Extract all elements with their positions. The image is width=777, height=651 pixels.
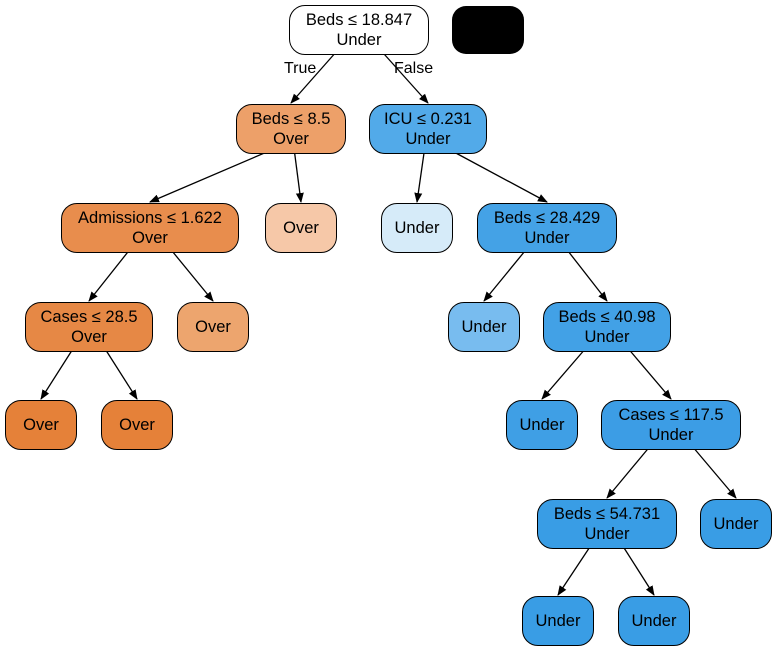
tree-node-beds-40-98[interactable]: Beds ≤ 40.98 Under <box>543 302 671 352</box>
tree-edge <box>105 349 138 400</box>
node-class: Under <box>461 318 507 336</box>
tree-node-cases-28-5[interactable]: Cases ≤ 28.5 Over <box>25 302 153 352</box>
tree-edge <box>414 151 425 203</box>
node-class: Over <box>119 416 155 434</box>
tree-leaf-under[interactable]: Under <box>618 596 690 646</box>
tree-leaf-under[interactable]: Under <box>506 400 578 450</box>
tree-edge <box>88 250 130 302</box>
node-condition: Cases ≤ 117.5 <box>618 406 724 424</box>
tree-edge <box>149 151 268 203</box>
node-class: Over <box>283 219 319 237</box>
tree-node-root[interactable]: Beds ≤ 18.847 Under <box>289 5 429 55</box>
node-class: Over <box>195 318 231 336</box>
tree-node-beds-28-429[interactable]: Beds ≤ 28.429 Under <box>477 203 617 253</box>
tree-edge <box>567 250 608 302</box>
node-class: Under <box>394 219 440 237</box>
tree-edge <box>628 349 672 400</box>
node-class: Under <box>713 515 759 533</box>
tree-edge <box>606 447 650 499</box>
tree-node-beds-8-5[interactable]: Beds ≤ 8.5 Over <box>236 104 346 154</box>
node-condition: Cases ≤ 28.5 <box>40 308 138 326</box>
tree-edge <box>40 349 73 400</box>
node-class: Under <box>519 416 565 434</box>
node-class: Under <box>584 525 630 543</box>
tree-leaf-under[interactable]: Under <box>700 499 772 549</box>
node-condition: Admissions ≤ 1.622 <box>78 209 222 227</box>
tree-node-cases-117-5[interactable]: Cases ≤ 117.5 Under <box>601 400 741 450</box>
node-class: Under <box>631 612 677 630</box>
tree-edge <box>293 151 304 203</box>
tree-leaf-over[interactable]: Over <box>101 400 173 450</box>
node-class: Over <box>23 416 59 434</box>
node-condition: Beds ≤ 40.98 <box>558 308 656 326</box>
node-condition: Beds ≤ 18.847 <box>305 11 413 29</box>
node-class: Under <box>535 612 581 630</box>
node-class: Under <box>336 31 382 49</box>
tree-edge <box>557 546 591 596</box>
tree-edge <box>622 546 655 596</box>
node-class: Under <box>405 130 451 148</box>
node-class: Over <box>273 130 309 148</box>
node-class: Under <box>584 328 630 346</box>
edge-label-false: False <box>394 60 434 77</box>
tree-edge <box>483 250 526 302</box>
tree-leaf-under[interactable]: Under <box>381 203 453 253</box>
edge-label-true: True <box>284 60 317 77</box>
tree-edge <box>171 250 214 302</box>
tree-edge <box>541 349 585 400</box>
tree-leaf-under[interactable]: Under <box>522 596 594 646</box>
node-condition: Beds ≤ 28.429 <box>493 209 601 227</box>
node-class: Under <box>524 229 570 247</box>
tree-edge <box>693 447 737 499</box>
tree-edge <box>290 52 336 104</box>
tree-leaf-over[interactable]: Over <box>177 302 249 352</box>
redacted-box <box>452 6 524 54</box>
tree-node-beds-54-731[interactable]: Beds ≤ 54.731 Under <box>537 499 677 549</box>
node-condition: Beds ≤ 54.731 <box>553 505 661 523</box>
node-condition: ICU ≤ 0.231 <box>384 110 472 128</box>
node-condition: Beds ≤ 8.5 <box>251 110 331 128</box>
node-class: Over <box>132 229 168 247</box>
tree-edge <box>453 151 548 203</box>
tree-leaf-over[interactable]: Over <box>5 400 77 450</box>
tree-node-admissions[interactable]: Admissions ≤ 1.622 Over <box>61 203 239 253</box>
node-class: Under <box>648 426 694 444</box>
tree-node-icu[interactable]: ICU ≤ 0.231 Under <box>369 104 487 154</box>
tree-leaf-over[interactable]: Over <box>265 203 337 253</box>
tree-leaf-under[interactable]: Under <box>448 302 520 352</box>
node-class: Over <box>71 328 107 346</box>
tree-edge <box>382 52 429 104</box>
